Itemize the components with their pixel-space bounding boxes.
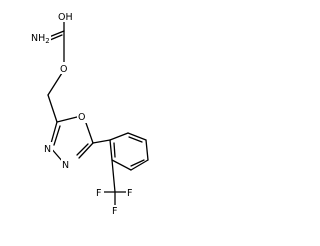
bond-ph-6-1 [109,139,113,161]
bond-n3-c2-inner [53,125,61,146]
bond-ph-6-1-inner [113,142,116,158]
atom-fluorine-right: F [127,188,132,199]
bond-ph-cf3 [111,159,116,193]
bond-c5-phenyl [92,139,111,144]
bond-ph-4-5-inner [130,159,145,167]
atom-hydroxyl: OH [58,12,73,23]
bond-c-n-double-a [48,30,65,38]
atom-ring-nitrogen-bottom: N [62,160,69,171]
bond-ph-2-3-inner [128,136,143,143]
molecule-diagram: OH NH2 O O N N F F F [31,10,149,217]
atom-fluorine-center: F [112,206,117,217]
atom-amine: NH2 [31,33,50,45]
bond-c-n-double-b [49,34,63,41]
atom-labels: OH NH2 O O N N F F F [31,10,135,217]
bond-ph-1-2 [109,132,129,141]
bond-c2-o1 [56,116,78,123]
atom-ring-oxygen: O [78,112,85,123]
bond-ch2-ring [47,94,58,123]
bond-ph-2-3 [127,132,147,141]
bond-c5-n4-inner [76,143,89,156]
atom-ester-oxygen: O [60,64,67,75]
bond-c5-n4 [78,142,94,159]
bond-ph-5-6 [111,159,132,171]
bond-o1-c5 [85,122,94,144]
bond-ph-4-5 [130,159,149,171]
bond-ph-3-4 [145,139,149,161]
bond-o-ch2 [47,72,63,96]
atom-ring-nitrogen-left: N [44,144,51,155]
atom-fluorine-left: F [96,188,101,199]
bonds [47,19,149,208]
